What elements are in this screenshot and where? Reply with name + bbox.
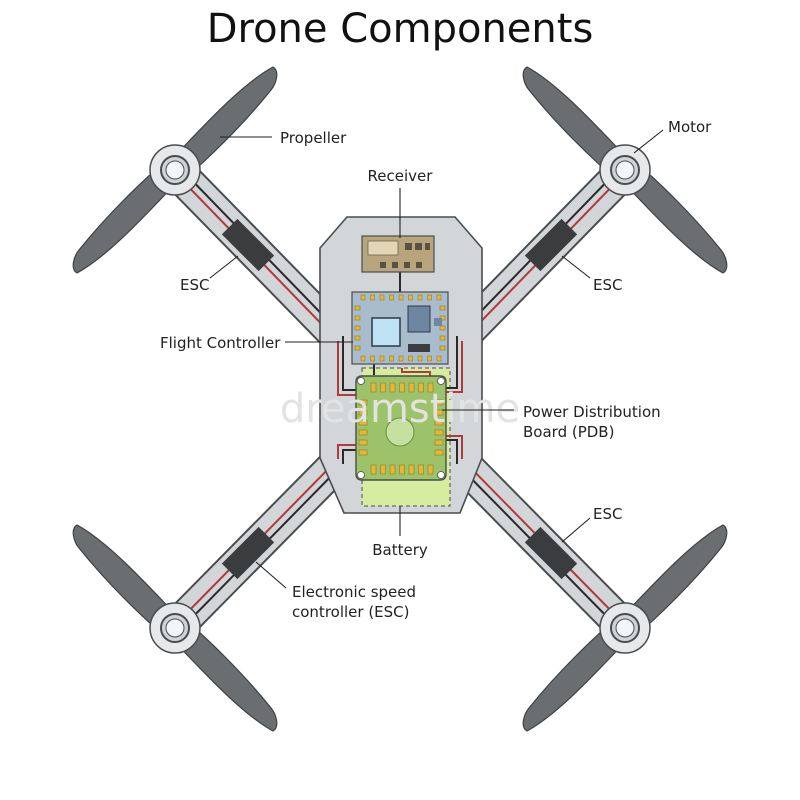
solder-pad <box>360 355 366 362</box>
solder-pad <box>389 294 394 301</box>
label-pdb-line1: Power Distribution <box>523 403 661 421</box>
solder-pad <box>417 294 423 301</box>
solder-pad <box>398 355 404 362</box>
esc-blocks <box>221 218 578 580</box>
solder-pad <box>427 382 434 393</box>
solder-pad <box>434 399 444 406</box>
watermark-text: dreamstime <box>280 386 520 432</box>
solder-pad <box>379 294 385 301</box>
solder-pad <box>439 335 446 341</box>
label-pdb-line2: Board (PDB) <box>523 423 614 441</box>
flight-controller <box>351 291 449 365</box>
solder-pad <box>354 305 361 311</box>
solder-pad <box>354 315 361 321</box>
motor-top-left <box>149 144 201 196</box>
solder-pad <box>439 325 446 331</box>
solder-pad <box>380 382 386 393</box>
solder-pad <box>358 419 368 426</box>
solder-pad <box>370 382 377 393</box>
label-esc-top-left: ESC <box>180 276 209 294</box>
receiver <box>361 235 435 273</box>
motor-bottom-right <box>599 602 651 654</box>
label-esc-top-right: ESC <box>593 276 622 294</box>
solder-pad <box>370 464 377 475</box>
propellers <box>72 66 728 732</box>
solder-pad <box>434 449 444 456</box>
solder-pad <box>370 355 375 362</box>
solder-pad <box>434 419 444 426</box>
propeller-top-right <box>522 66 728 274</box>
solder-pad <box>360 294 366 301</box>
solder-pad <box>408 294 413 301</box>
solder-pad <box>417 355 423 362</box>
solder-pad <box>427 464 434 475</box>
label-motor: Motor <box>668 118 712 136</box>
solder-pad <box>358 399 368 406</box>
solder-pad <box>439 305 446 311</box>
solder-pad <box>358 449 368 456</box>
label-receiver: Receiver <box>368 167 434 185</box>
motor-top-right <box>599 144 651 196</box>
solder-pad <box>398 294 404 301</box>
solder-pad <box>389 464 396 475</box>
solder-pad <box>408 382 415 393</box>
solder-pad <box>370 294 375 301</box>
solder-pad <box>436 355 442 362</box>
solder-pad <box>399 382 405 393</box>
solder-pad <box>354 325 361 331</box>
motor-bottom-left <box>149 602 201 654</box>
label-esc-full-line1: Electronic speed <box>292 583 416 601</box>
solder-pad <box>434 409 444 416</box>
solder-pad <box>354 335 361 341</box>
solder-pad <box>389 382 396 393</box>
diagram-title: Drone Components <box>207 6 594 52</box>
propeller-bottom-right <box>522 524 728 732</box>
esc-bottom-left <box>221 526 275 580</box>
solder-pad <box>380 464 386 475</box>
label-esc-bottom-right: ESC <box>593 505 622 523</box>
esc-bottom-right <box>524 526 578 580</box>
label-propeller: Propeller <box>280 129 347 147</box>
solder-pad <box>358 429 368 436</box>
solder-pad <box>434 439 444 446</box>
solder-pad <box>408 355 413 362</box>
leader-lines <box>209 129 664 589</box>
propeller-top-left <box>72 66 278 274</box>
solder-pad <box>399 464 405 475</box>
label-battery: Battery <box>372 541 428 559</box>
esc-top-right <box>524 218 578 272</box>
propeller-bottom-left <box>72 524 278 732</box>
solder-pad <box>354 345 361 351</box>
esc-top-left <box>221 218 275 272</box>
solder-pad <box>427 355 432 362</box>
solder-pad <box>389 355 394 362</box>
solder-pad <box>358 439 368 446</box>
solder-pad <box>408 464 415 475</box>
solder-pad <box>379 355 385 362</box>
solder-pad <box>439 345 446 351</box>
solder-pad <box>418 382 424 393</box>
solder-pad <box>358 409 368 416</box>
label-esc-full-line2: controller (ESC) <box>292 603 410 621</box>
power-distribution-board <box>355 375 447 481</box>
solder-pad <box>427 294 432 301</box>
label-flight-controller: Flight Controller <box>160 334 281 352</box>
motors <box>149 144 651 654</box>
solder-pad <box>434 429 444 436</box>
solder-pad <box>436 294 442 301</box>
solder-pad <box>418 464 424 475</box>
